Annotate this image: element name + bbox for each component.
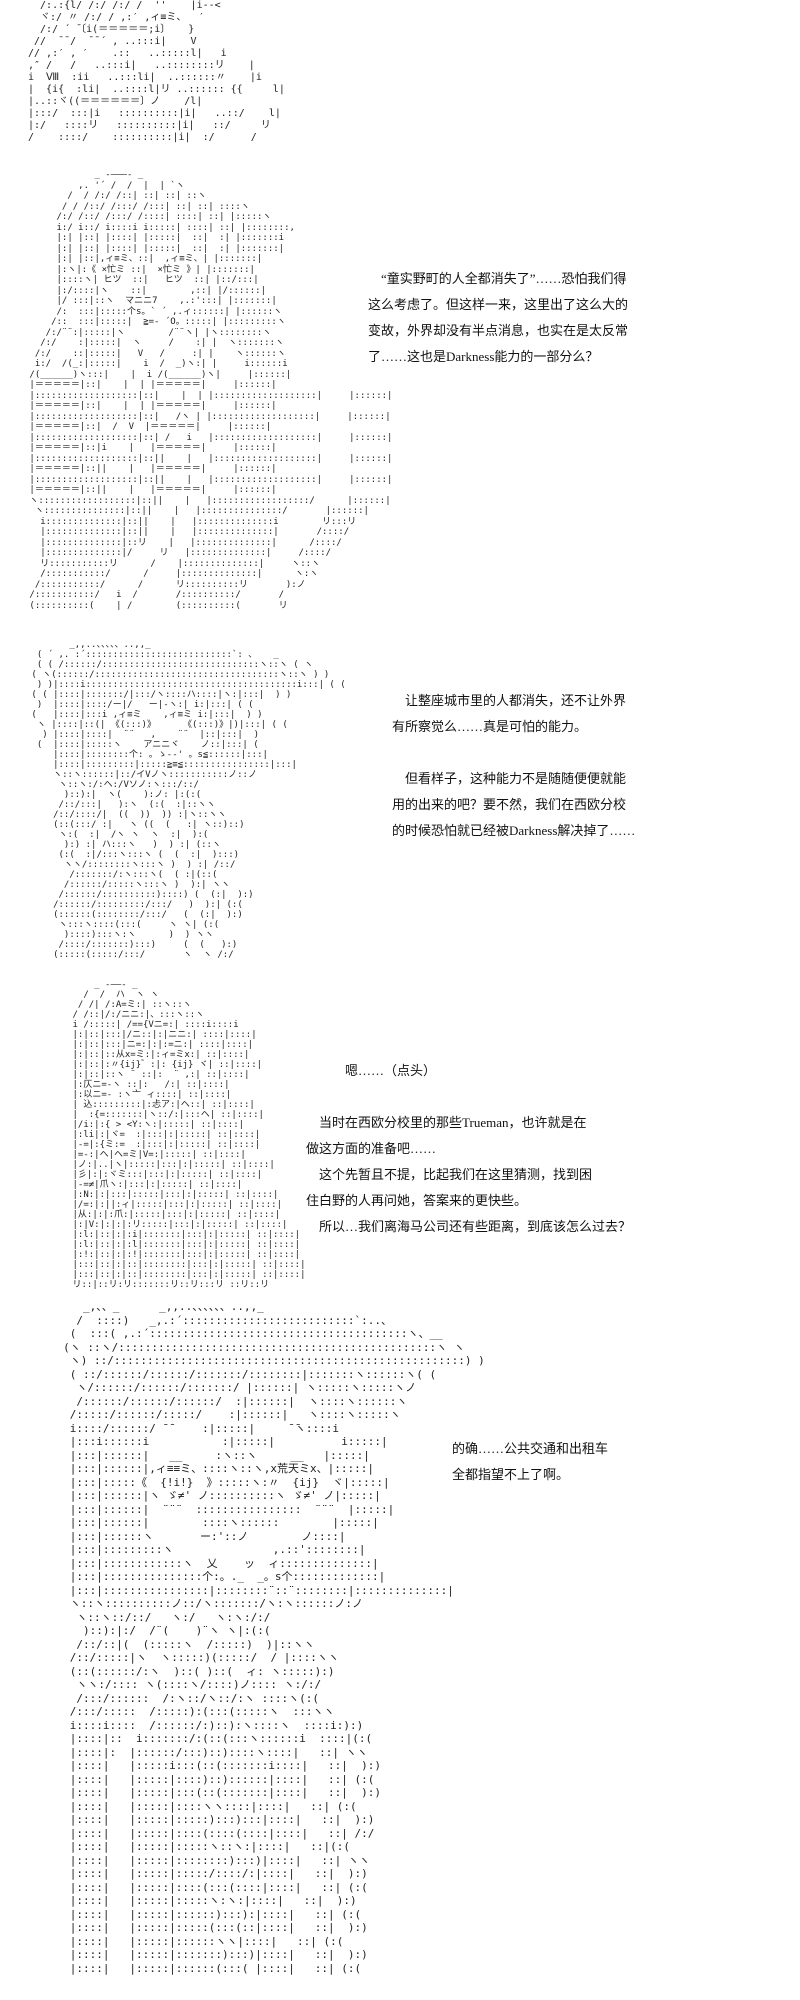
ascii-art-panel-1: /:.:{l/ /:/ /:/ / '' |i-‐< ヾ:/ 〃 /:/ / ,…	[28, 0, 285, 143]
dialogue-panel-4: 嗯……（点头） 当时在西欧分校里的那些Trueman，也许就是在 做这方面的准备…	[306, 1063, 632, 1234]
ascii-art-panel-4: _ -――- _ / / ハ ヽ ヽ / /| /:A=ミ:| ::ヽ::ヽ /…	[72, 980, 306, 1290]
dialogue-panel-5: 的确……公共交通和出租车 全都指望不上了啊。	[452, 1441, 609, 1482]
ascii-art-panel-5: _,、、_ _,,..、、、、、、..,,_ / ::::) _,.:´::::…	[63, 1300, 485, 1975]
ascii-art-panel-2: _ -―――- _ ,. '´ / / | | `ヽ / / /:/ /::| …	[29, 170, 393, 611]
ascii-art-panel-3: _,,..、、、、、..,,_ ( ´ ,. :´:::::::::::::::…	[31, 640, 346, 960]
dialogue-panel-3: 让整座城市里的人都消失，还不让外界 有所察觉么……真是可怕的能力。 但看样子，这…	[392, 693, 636, 838]
dialogue-panel-2: “童实野町的人全都消失了”……恐怕我们得 这么考虑了。但这样一来，这里出了这么大…	[368, 271, 629, 364]
